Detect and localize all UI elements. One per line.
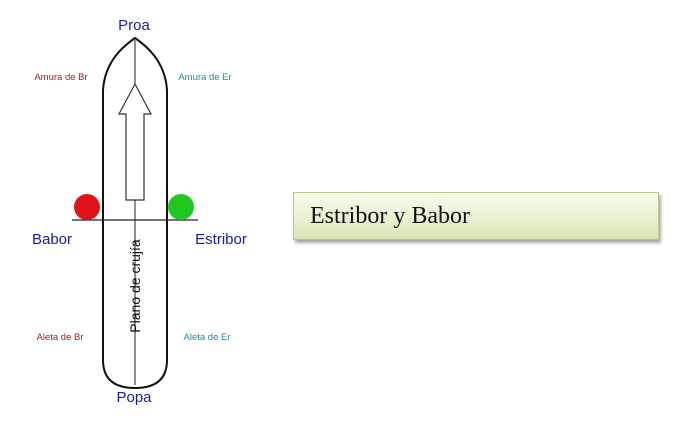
aleta-br-label: Aleta de Br <box>37 332 84 343</box>
babor-label: Babor <box>32 231 72 248</box>
port-light <box>74 194 100 220</box>
title-box: Estribor y Babor <box>293 192 659 240</box>
estribor-label: Estribor <box>195 231 247 248</box>
plano-de-crujia-label: Plano de crujía <box>127 239 143 333</box>
slide-title: Estribor y Babor <box>310 202 470 229</box>
popa-label: Popa <box>116 389 152 406</box>
amura-br-label: Amura de Br <box>34 72 87 83</box>
amura-er-label: Amura de Er <box>178 72 231 83</box>
aleta-er-label: Aleta de Er <box>184 332 231 343</box>
starboard-light <box>168 194 194 220</box>
forward-arrow <box>118 82 152 201</box>
proa-label: Proa <box>118 17 150 34</box>
hull-outline <box>102 36 168 390</box>
